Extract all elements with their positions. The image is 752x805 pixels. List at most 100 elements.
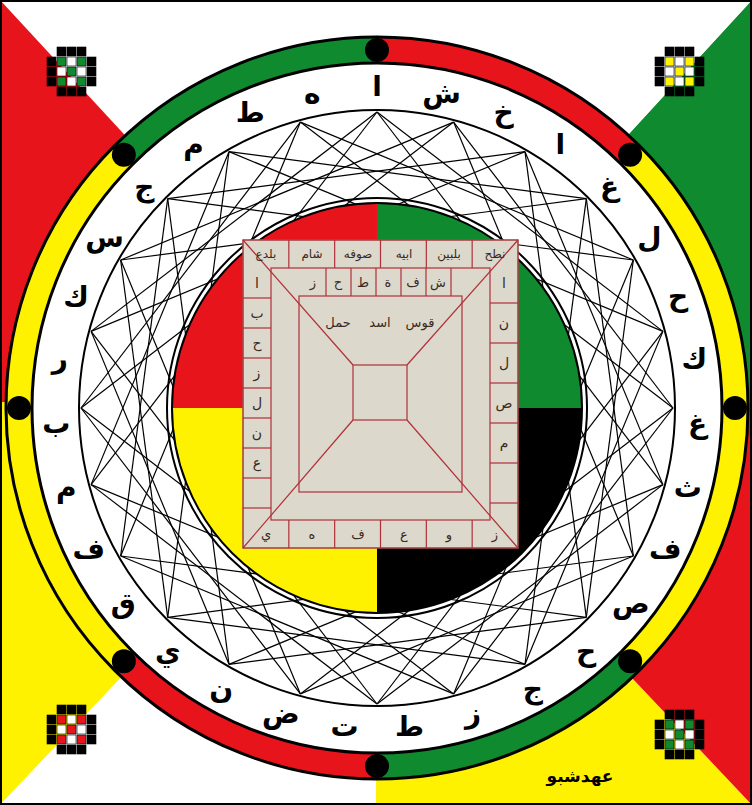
drawing-part — [675, 750, 684, 759]
grid-cell: ابيه — [396, 248, 413, 260]
drawing-part — [665, 67, 674, 76]
drawing-part — [675, 730, 684, 739]
drawing-part — [665, 750, 674, 759]
grid-letter: ز — [254, 366, 261, 380]
watermark: عهدشبو — [547, 768, 614, 785]
drawing-part — [243, 327, 271, 328]
grid-letter: ا — [502, 276, 506, 290]
drawing-part — [675, 57, 684, 66]
drawing-part — [57, 67, 66, 76]
zodiac-name: اسد — [369, 316, 390, 329]
drawing-part — [490, 502, 518, 503]
drawing-part — [665, 710, 674, 719]
drawing-part — [325, 268, 326, 296]
drawing-part — [67, 47, 76, 56]
corner-emblems — [47, 47, 704, 759]
grid-letter: ه — [309, 528, 316, 541]
drawing-part — [490, 342, 518, 343]
zodiac-name: قوس — [406, 316, 435, 329]
ring-letter: غ — [688, 410, 707, 438]
drawing-part — [77, 67, 86, 76]
outer-circle — [6, 37, 748, 779]
drawing-part — [57, 705, 66, 714]
ring-letter: ح — [576, 638, 596, 666]
grid-letter: ز — [492, 528, 498, 541]
drawing-part — [67, 57, 76, 66]
drawing-part — [67, 77, 76, 86]
drawing-part — [685, 710, 694, 719]
drawing-part — [685, 47, 694, 56]
drawing-part — [67, 735, 76, 744]
drawing-part — [665, 87, 674, 96]
ring-letter: ط — [236, 99, 265, 127]
drawing-part — [380, 240, 381, 268]
drawing-part — [229, 617, 586, 664]
ring-letter: ج — [134, 173, 154, 201]
drawing-part — [695, 720, 704, 729]
drawing-part — [67, 705, 76, 714]
drawing-part — [87, 67, 96, 76]
drawing-part — [665, 740, 674, 749]
drawing-part — [77, 735, 86, 744]
drawing-part — [168, 617, 525, 664]
grid-letter: ل — [499, 356, 509, 370]
drawing-part — [675, 740, 684, 749]
ring-letter: ط — [395, 713, 424, 741]
grid-cell: نطح — [485, 248, 506, 260]
drawing-part — [77, 47, 86, 56]
drawing-part — [77, 705, 86, 714]
drawing-part — [665, 57, 674, 66]
ring-letter: ر — [52, 345, 68, 373]
drawing-part — [400, 268, 401, 296]
grid-photo — [243, 240, 518, 548]
drawing-part — [472, 240, 473, 268]
drawing-part — [7, 396, 31, 420]
ring-letter: ا — [556, 131, 566, 159]
drawing-part — [121, 199, 168, 556]
drawing-part — [77, 77, 86, 86]
grid-letter: ط — [357, 276, 369, 289]
grid-cell: بلبين — [437, 248, 461, 260]
ring-letter: خ — [493, 99, 513, 127]
drawing-part — [665, 47, 674, 56]
grid-letter: ش — [430, 276, 446, 289]
drawing-part — [685, 87, 694, 96]
grid-letter: ا — [255, 276, 259, 290]
drawing-part — [47, 715, 56, 724]
ring-letter: ا — [372, 73, 382, 101]
star-ring — [79, 110, 675, 706]
ring-letter: م — [183, 131, 204, 159]
drawing-part — [655, 740, 664, 749]
colored-ring — [6, 37, 748, 779]
drawing-part — [675, 47, 684, 56]
drawing-part — [243, 387, 271, 388]
inner-circle — [167, 198, 587, 618]
drawing-part — [77, 725, 86, 734]
drawing-part — [77, 87, 86, 96]
drawing-part — [675, 77, 684, 86]
drawing-part — [695, 57, 704, 66]
ring-letter: ت — [330, 713, 358, 741]
grid-letter: ز — [310, 276, 316, 289]
drawing-part — [675, 710, 684, 719]
ring-dots — [7, 38, 747, 778]
drawing-part — [57, 57, 66, 66]
drawing-part — [426, 520, 427, 548]
grid-letter: ع — [253, 456, 261, 470]
drawing-part — [665, 77, 674, 86]
grid-lines — [243, 240, 518, 548]
drawing-part — [57, 77, 66, 86]
drawing-part — [57, 735, 66, 744]
drawing-part — [67, 745, 76, 754]
drawing-part — [675, 87, 684, 96]
drawing-part — [243, 297, 271, 298]
drawing-part — [426, 240, 427, 268]
drawing-part — [665, 730, 674, 739]
ring-letter: م — [56, 474, 77, 502]
drawing-part — [243, 507, 271, 508]
drawing-part — [655, 67, 664, 76]
drawing-part — [243, 417, 271, 418]
